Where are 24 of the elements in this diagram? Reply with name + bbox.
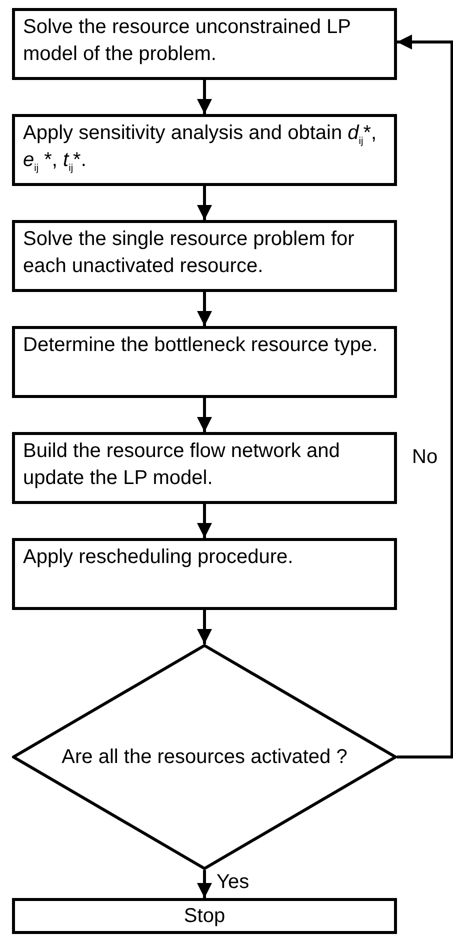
- arrow: [397, 34, 453, 758]
- process-box: [12, 220, 397, 292]
- arrow: [197, 870, 212, 898]
- node-text: Apply rescheduling procedure.: [23, 545, 294, 570]
- process-box: [12, 898, 397, 934]
- node-text: Solve the single resource problem for each unactivated resource.: [23, 227, 356, 279]
- node-text: Build the resource flow network and update the LP model.: [23, 439, 341, 491]
- node-text: Determine the bottleneck resource type.: [23, 333, 378, 358]
- arrow: [197, 80, 212, 114]
- node-text: Stop: [184, 904, 226, 928]
- process-box: [12, 538, 397, 610]
- node-text: Solve the resource unconstrained LP model of the problem.: [23, 15, 352, 67]
- arrow: [197, 610, 212, 644]
- decision-diamond: [12, 644, 397, 870]
- arrow: [197, 186, 212, 220]
- arrow: [197, 504, 212, 538]
- node-text: Apply sensitivity analysis and obtain d$_{ij}$*, e$_{ij}$ *, t$_{ij}$*.: [23, 121, 378, 174]
- process-box: [12, 326, 397, 398]
- node-text: Are all the resources activated ?: [62, 744, 348, 770]
- process-box: [12, 8, 397, 80]
- process-box: [12, 432, 397, 504]
- arrow: [197, 292, 212, 326]
- arrow: [197, 398, 212, 432]
- process-box: [12, 114, 397, 186]
